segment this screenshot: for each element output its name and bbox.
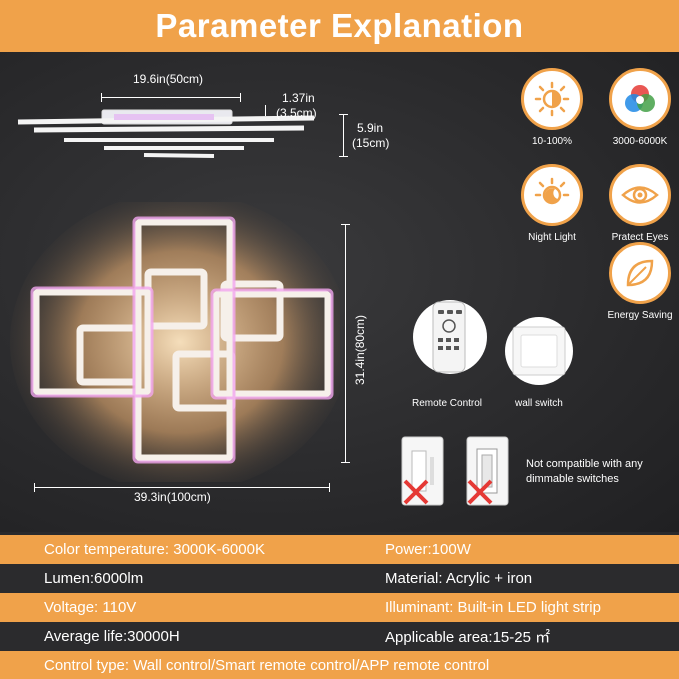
feature-label: 3000-6000K [612,136,668,147]
top-height-tick-top [339,114,348,115]
dimmer-icon [521,68,583,130]
wall-switch-image [505,317,573,385]
top-width-tick-right [240,93,241,102]
title-banner: Parameter Explanation [0,0,679,52]
front-height-tick-bottom [341,462,350,463]
top-height-label-2: (15cm) [352,136,390,150]
cross-icon [403,479,429,505]
front-width-tick-left [34,483,35,492]
top-width-line [101,97,241,98]
feature-dimming: 10-100% [511,68,593,147]
color-wheel-icon [609,68,671,130]
spec-left: Voltage: 110V [44,599,137,616]
feature-energy-saving: Energy Saving [599,242,679,321]
top-width-label: 19.6in(50cm) [133,72,204,86]
feature-label: Energy Saving [607,310,673,321]
top-height-label-1: 5.9in [357,121,384,135]
wall-switch-label: wall switch [515,398,563,409]
product-stage: 19.6in(50cm) 1.37in (3.5cm) 5.9in (15cm) [0,52,679,532]
front-width-line [34,487,330,488]
top-height-tick-bottom [339,156,348,157]
spec-right: Power:100W [385,541,471,558]
feature-night-light: Night Light [511,164,593,243]
front-height-label: 31.4in(80cm) [353,314,367,385]
feature-label: Pratect Eyes [611,232,669,243]
not-compatible-note: Not compatible with any dimmable switche… [526,458,643,485]
spec-right: Material: Acrylic + iron [385,570,533,587]
wall-switch-icon [512,326,566,376]
leaf-icon [609,242,671,304]
front-width-tick-right [329,483,330,492]
feature-label: 10-100% [531,136,573,147]
feature-color-temp: 3000-6000K [599,68,679,147]
top-thickness-label-1: 1.37in [282,91,315,105]
front-width-label: 39.3in(100cm) [134,490,211,504]
night-light-icon [521,164,583,226]
spec-row: Average life:30000H Applicable area:15-2… [0,622,679,651]
spec-left: Average life:30000H [44,628,180,645]
front-height-line [345,224,346,462]
lamp-side-view [17,109,315,158]
top-height-line [343,114,344,156]
eye-icon [609,164,671,226]
top-thickness-label-2: (3.5cm) [276,106,317,120]
feature-protect-eyes: Pratect Eyes [599,164,679,243]
remote-icon [432,301,466,373]
top-thickness-line [265,105,266,116]
front-height-tick-top [341,224,350,225]
cross-icon [467,479,493,505]
lamp-front-view [10,202,340,482]
remote-control-label: Remote Control [412,398,483,409]
page-title: Parameter Explanation [155,7,524,44]
spec-left: Lumen:6000lm [44,570,144,587]
top-width-tick-left [101,93,102,102]
feature-label: Night Light [528,232,576,243]
spec-right: Applicable area:15-25 ㎡ [385,629,551,646]
spec-left: Control type: Wall control/Smart remote … [44,656,490,674]
spec-right: Illuminant: Built-in LED light strip [385,599,601,616]
remote-control-image [413,300,487,374]
spec-row: Color temperature: 3000K-6000K Power:100… [0,535,679,564]
spec-row: Control type: Wall control/Smart remote … [0,651,679,679]
spec-row: Lumen:6000lm Material: Acrylic + iron [0,564,679,593]
spec-row: Voltage: 110V Illuminant: Built-in LED l… [0,593,679,622]
spec-left: Color temperature: 3000K-6000K [44,541,265,558]
